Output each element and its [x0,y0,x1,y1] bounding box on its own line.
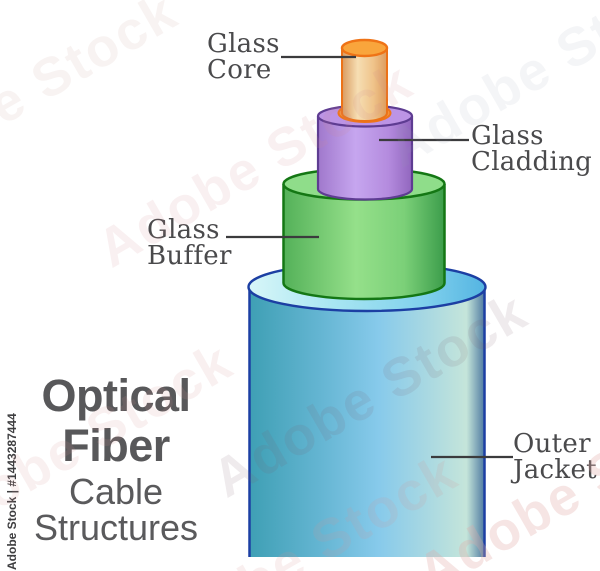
outer-jacket-label: Outer Jacket [513,429,597,485]
glass-buffer-label: Glass Buffer [147,215,232,271]
page-subtitle: Cable Structures [33,471,199,548]
leader-lines [226,55,513,459]
title-block: Optical Fiber Cable Structures [0,371,232,546]
adobe-stock-id-watermark: Adobe Stock | #1443287444 [5,413,19,570]
glass-core-cylinder [337,38,392,123]
glass-cladding-label: Glass Cladding [471,121,593,177]
outer-jacket-cylinder [247,261,487,557]
page-title: Optical Fiber [41,370,191,471]
glass-core-label: Glass Core [207,29,280,85]
